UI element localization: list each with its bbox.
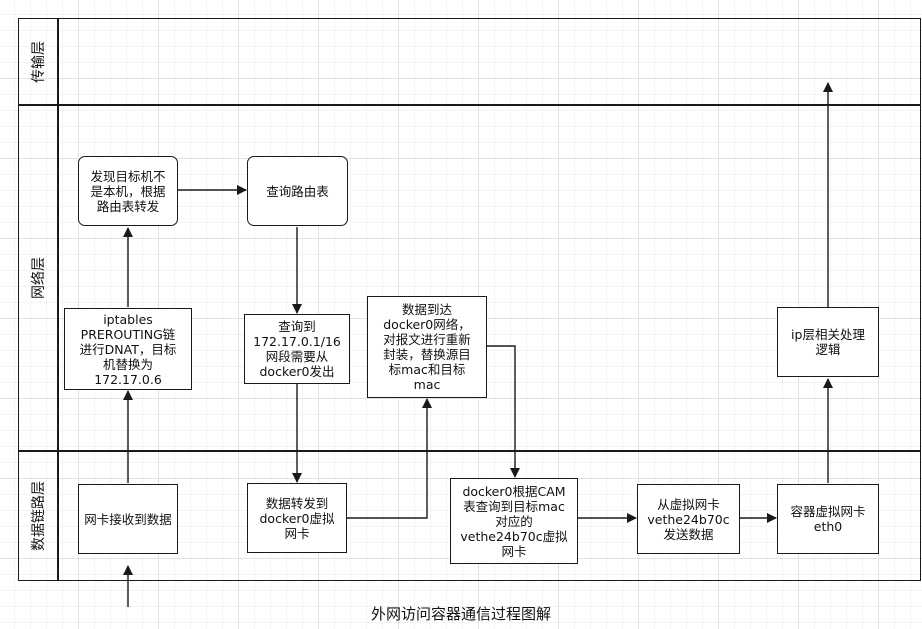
arrow-forward-to-arrive xyxy=(347,398,432,519)
node-cam-lookup: docker0根据CAM 表查询到目标mac 对应的 vethe24b70c虚拟… xyxy=(450,478,578,564)
node-iptables-dnat: iptables PREROUTING链 进行DNAT，目标 机替换为 172.… xyxy=(64,308,192,390)
node-route-lookup: 查询路由表 xyxy=(247,156,348,226)
lane-transport xyxy=(18,18,921,106)
arrow-arrive-to-cam xyxy=(487,345,520,478)
node-ip-processing: ip层相关处理 逻辑 xyxy=(777,307,879,377)
lane-header-divider xyxy=(57,18,59,581)
node-send-veth: 从虚拟网卡 vethe24b70c 发送数据 xyxy=(637,484,740,554)
node-found-route: 查询到 172.17.0.1/16 网段需要从 docker0发出 xyxy=(244,314,350,384)
lane-datalink xyxy=(18,450,921,581)
lane-network xyxy=(18,104,921,452)
node-forward-docker0: 数据转发到 docker0虚拟 网卡 xyxy=(247,483,347,553)
node-arrive-docker0: 数据到达 docker0网络， 对报文进行重新 封装，替换源目 标mac和目标 … xyxy=(367,296,487,398)
node-container-eth0: 容器虚拟网卡 eth0 xyxy=(777,484,879,554)
diagram-caption: 外网访问容器通信过程图解 xyxy=(370,605,551,623)
node-not-local: 发现目标机不 是本机，根据 路由表转发 xyxy=(78,156,178,226)
node-nic-receive: 网卡接收到数据 xyxy=(78,484,178,554)
